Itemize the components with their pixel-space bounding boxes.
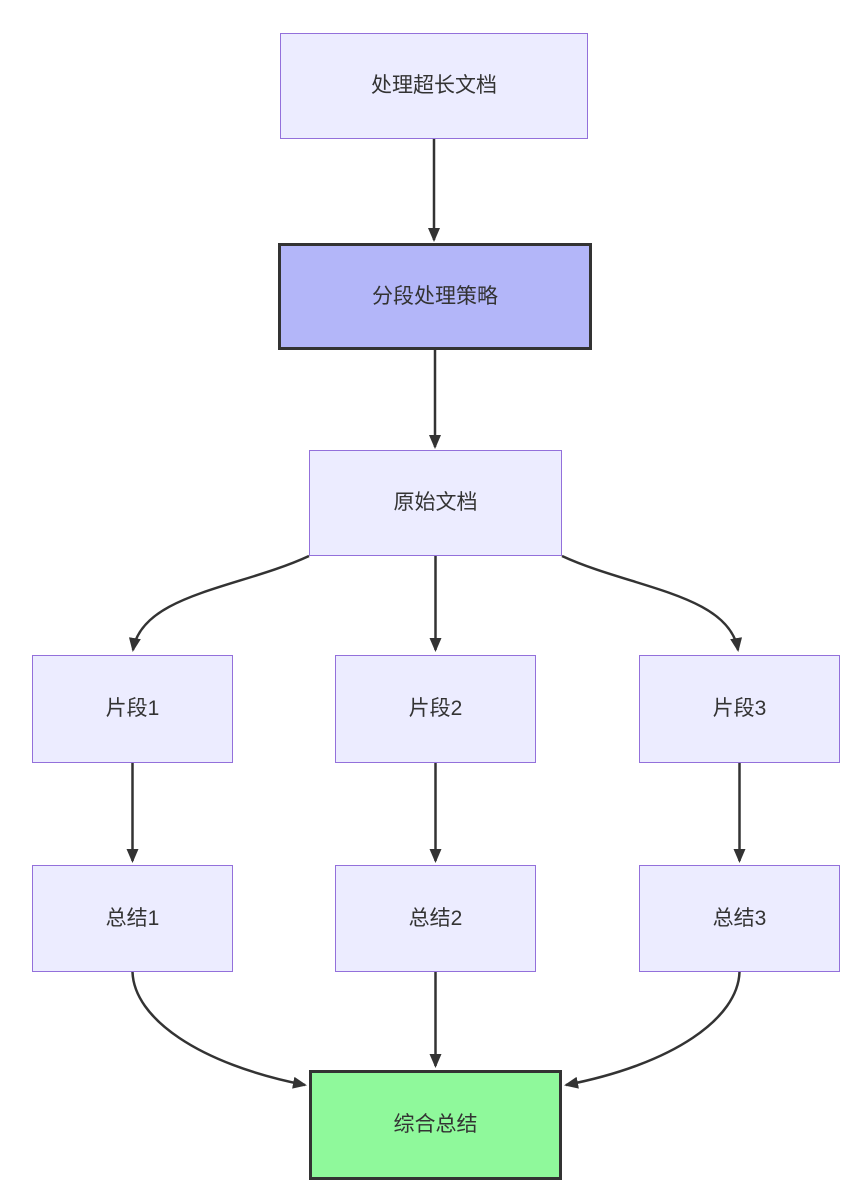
node-fragment-3: 片段3 (639, 655, 840, 763)
node-label: 片段1 (105, 697, 160, 721)
node-label: 片段3 (712, 697, 767, 721)
node-combined-summary: 综合总结 (309, 1070, 562, 1180)
node-fragment-1: 片段1 (32, 655, 233, 763)
node-original-document: 原始文档 (309, 450, 562, 556)
node-label: 总结1 (105, 906, 160, 930)
node-fragment-2: 片段2 (335, 655, 536, 763)
node-segmentation-strategy: 分段处理策略 (278, 243, 592, 350)
node-label: 总结3 (712, 906, 767, 930)
node-label: 分段处理策略 (372, 284, 498, 308)
node-label: 总结2 (408, 906, 463, 930)
edge-original-to-fragment3 (561, 554, 742, 652)
node-summary-2: 总结2 (335, 865, 536, 972)
node-label: 片段2 (408, 697, 463, 721)
node-label: 处理超长文档 (371, 74, 497, 98)
node-label: 综合总结 (393, 1113, 478, 1137)
edge-summary3-to-combined (564, 971, 741, 1089)
node-summary-1: 总结1 (32, 865, 233, 972)
edge-original-to-fragment1 (129, 554, 310, 652)
node-summary-3: 总结3 (639, 865, 840, 972)
node-process-long-document: 处理超长文档 (280, 33, 588, 139)
edge-summary1-to-combined (131, 971, 307, 1089)
node-label: 原始文档 (393, 491, 478, 515)
